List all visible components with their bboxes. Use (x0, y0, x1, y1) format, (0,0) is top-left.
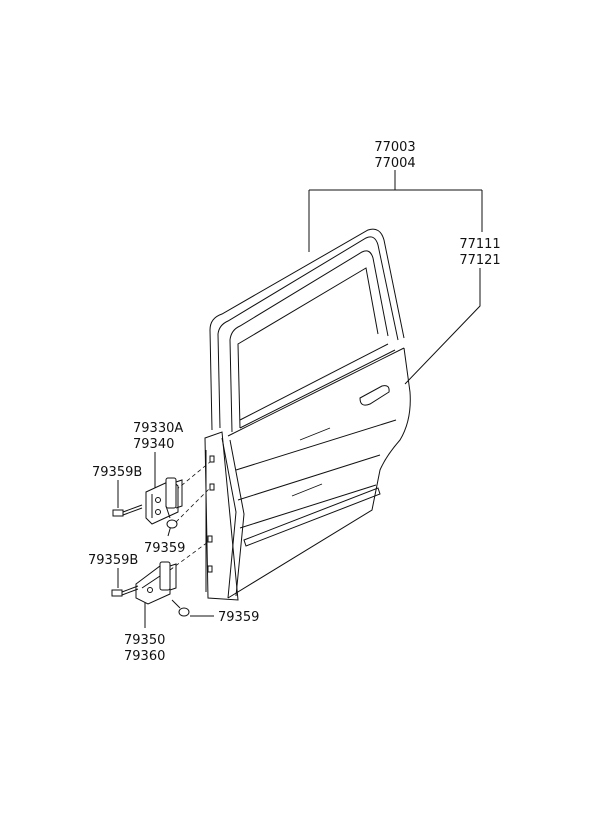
label-79359-upper: 79359 (144, 541, 185, 556)
label-77121: 77121 (459, 253, 500, 268)
label-79350: 79350 (124, 633, 165, 648)
part-labels: 77003 77004 77111 77121 79330A 79340 793… (88, 140, 501, 664)
label-79359B-upper: 79359B (92, 465, 142, 480)
lower-door-hinge (135, 561, 177, 605)
lower-hinge-bolt (111, 585, 139, 597)
label-79330A: 79330A (133, 421, 183, 436)
door-outer-panel (221, 347, 411, 599)
label-79340: 79340 (133, 437, 174, 452)
label-79360: 79360 (124, 649, 165, 664)
upper-hinge-screw (165, 505, 178, 529)
upper-hinge-bolt (112, 504, 143, 517)
label-79359B-lower: 79359B (88, 553, 138, 568)
label-79359-lower: 79359 (218, 610, 259, 625)
label-77003: 77003 (374, 140, 415, 155)
door-hinge-pillar (204, 431, 239, 601)
door-frame-weatherstrip (209, 228, 405, 437)
leader-lines (117, 170, 483, 628)
upper-door-hinge (145, 477, 183, 525)
lower-hinge-screw (171, 599, 190, 617)
label-77111: 77111 (459, 237, 500, 252)
label-77004: 77004 (374, 156, 415, 171)
